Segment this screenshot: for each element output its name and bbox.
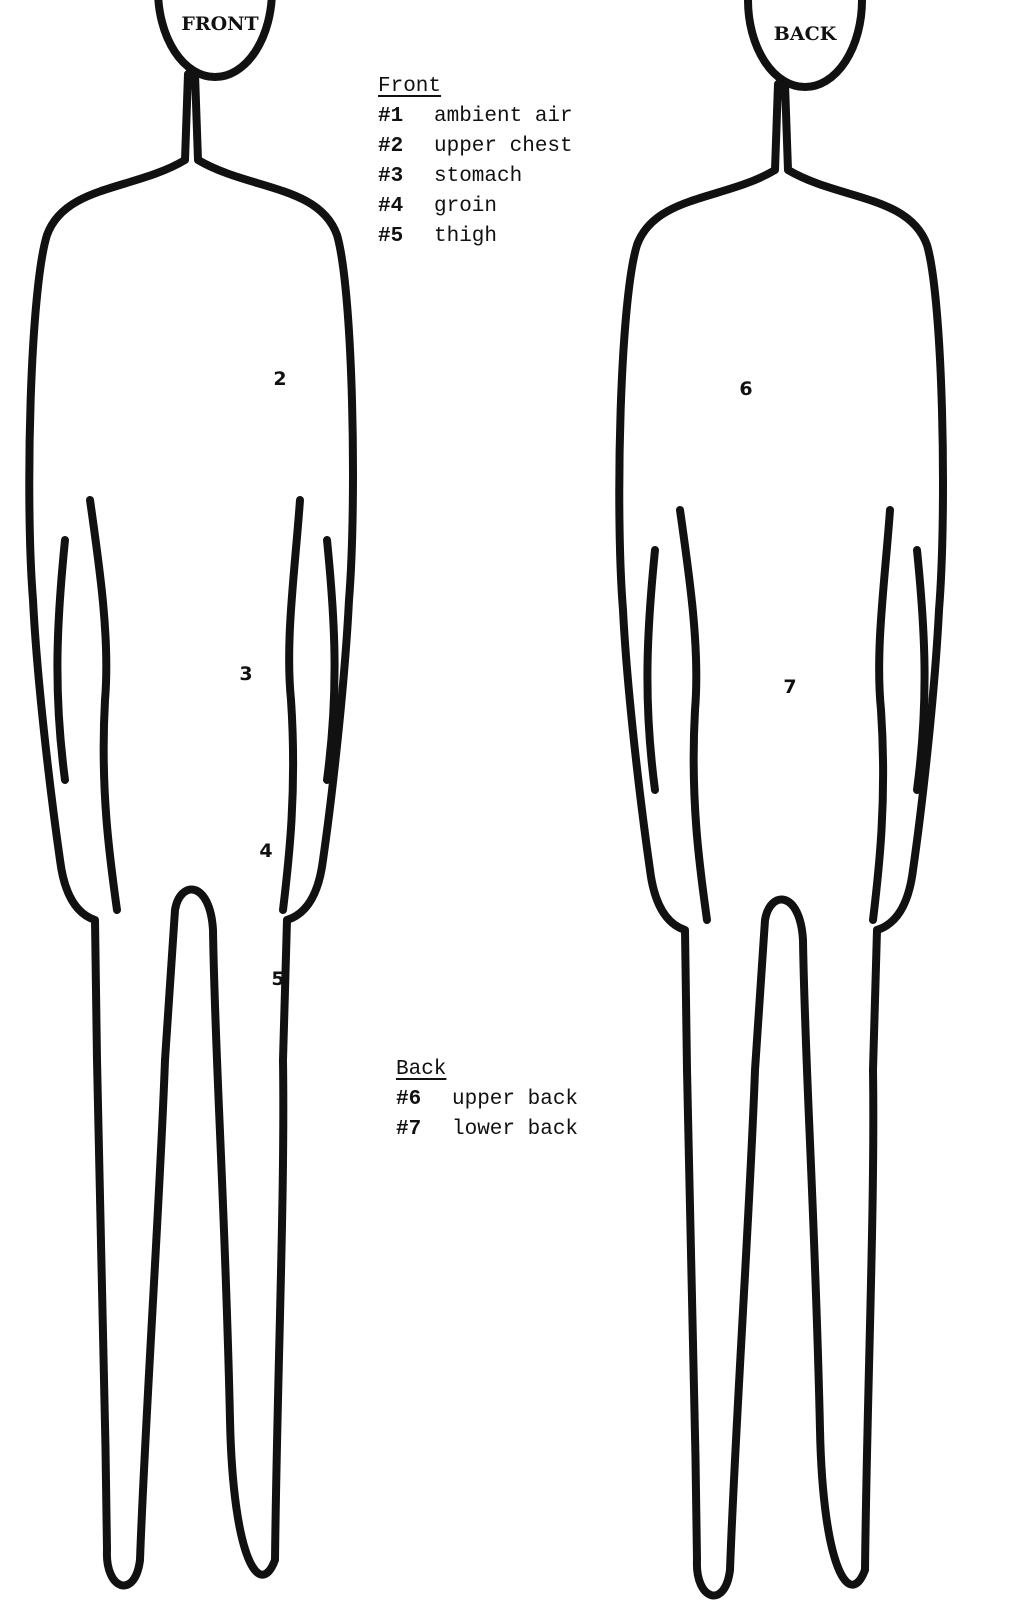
site-marker-3: 3 bbox=[239, 663, 252, 685]
legend-number: #6 bbox=[396, 1085, 452, 1115]
site-marker-6: 6 bbox=[739, 378, 752, 400]
back-figure-outline bbox=[619, 0, 943, 1595]
site-marker-4: 4 bbox=[259, 840, 272, 862]
legend-label: thigh bbox=[434, 225, 497, 248]
back-view-title: BACK bbox=[774, 23, 838, 45]
site-marker-2: 2 bbox=[273, 368, 286, 390]
legend-label: stomach bbox=[434, 165, 522, 188]
legend-number: #5 bbox=[378, 222, 434, 252]
legend-label: upper back bbox=[452, 1088, 578, 1111]
legend-number: #7 bbox=[396, 1115, 452, 1145]
back-legend-heading: Back bbox=[396, 1055, 578, 1085]
legend-label: groin bbox=[434, 195, 497, 218]
legend-label: ambient air bbox=[434, 105, 573, 128]
front-legend-heading: Front bbox=[378, 72, 573, 102]
front-view-title: FRONT bbox=[181, 13, 258, 35]
legend-number: #1 bbox=[378, 102, 434, 132]
front-figure-outline bbox=[29, 0, 353, 1585]
site-marker-5: 5 bbox=[271, 968, 284, 990]
legend-number: #4 bbox=[378, 192, 434, 222]
site-marker-7: 7 bbox=[783, 676, 796, 698]
legend-number: #3 bbox=[378, 162, 434, 192]
legend-label: lower back bbox=[452, 1118, 578, 1141]
legend-number: #2 bbox=[378, 132, 434, 162]
legend-label: upper chest bbox=[434, 135, 573, 158]
